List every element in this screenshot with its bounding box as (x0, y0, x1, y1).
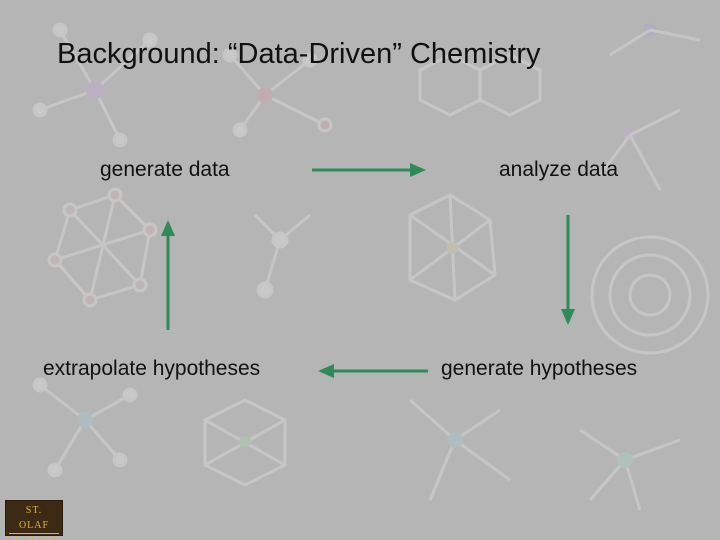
label-analyze-data: analyze data (499, 158, 619, 181)
arrow-down (561, 215, 575, 325)
arrow-up (161, 220, 175, 330)
label-generate-data: generate data (100, 158, 230, 181)
arrow-left (318, 364, 428, 378)
label-generate-hypotheses: generate hypotheses (441, 357, 638, 380)
label-extrapolate-hypotheses: extrapolate hypotheses (43, 357, 261, 380)
st-olaf-logo: ST. OLAF COLLEGE (5, 500, 63, 540)
arrow-right (312, 163, 426, 177)
slide-title: Background: “Data-Driven” Chemistry (57, 38, 541, 70)
